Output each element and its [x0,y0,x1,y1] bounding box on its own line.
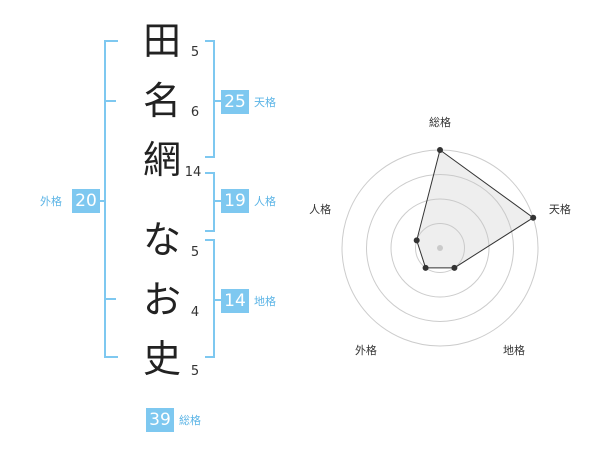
radar-axis-label: 天格 [549,202,571,216]
radar-point [530,214,537,221]
jinkaku-value: 19 [221,189,249,213]
tenkaku-bracket-top [205,40,215,42]
jinkaku-bracket-bottom [205,230,215,232]
radar-point [451,264,458,271]
radar-axis-label: 総格 [429,115,451,129]
outer-bracket-tick [104,298,116,300]
jinkaku-bracket-top [205,172,215,174]
chikaku-bracket-vertical [213,239,215,358]
stroke-count-6: 5 [190,364,200,379]
outer-bracket-top [104,40,118,42]
radar-ring [366,174,514,322]
soukaku-value: 39 [146,408,174,432]
stroke-count-2: 6 [190,105,200,120]
radar-axis-label: 人格 [309,202,331,216]
radar-point [437,147,443,153]
outer-bracket-bottom [104,356,118,358]
soukaku-label: 総格 [179,414,201,427]
radar-ring [415,223,465,273]
stroke-count-3: 14 [184,165,202,180]
stroke-count-1: 5 [190,45,200,60]
chikaku-bracket-connector [215,299,221,301]
stroke-count-5: 4 [190,305,200,320]
tenkaku-value: 25 [221,90,249,114]
chikaku-bracket-bottom [205,356,215,358]
radar-ring [390,198,490,298]
jinkaku-bracket-vertical [213,172,215,232]
name-char-4: な [142,218,181,262]
gaikaku-value: 20 [72,189,100,213]
tenkaku-bracket-bottom [205,156,215,158]
gaikaku-label: 外格 [40,195,62,208]
name-char-6: 史 [142,337,181,381]
radar-axis-label: 地格 [503,343,525,357]
radar-point [413,237,420,244]
jinkaku-label: 人格 [254,195,276,208]
tenkaku-label: 天格 [254,96,276,109]
name-char-2: 名 [142,79,181,123]
tenkaku-bracket-connector [215,100,221,102]
stroke-count-4: 5 [190,245,200,260]
chikaku-bracket-top [205,239,215,241]
outer-bracket-connector [96,200,104,202]
radar-center [437,245,443,251]
outer-bracket-tick [104,100,116,102]
radar-axis-label: 外格 [355,343,377,357]
chikaku-value: 14 [221,289,249,313]
name-char-1: 田 [142,19,181,63]
name-char-5: お [142,278,181,322]
chikaku-label: 地格 [254,295,276,308]
outer-bracket-vertical [104,40,106,358]
jinkaku-bracket-connector [215,200,221,202]
name-char-3: 網 [142,138,181,182]
tenkaku-bracket-vertical [213,40,215,158]
radar-point [422,264,429,271]
radar-polygon [416,149,535,269]
